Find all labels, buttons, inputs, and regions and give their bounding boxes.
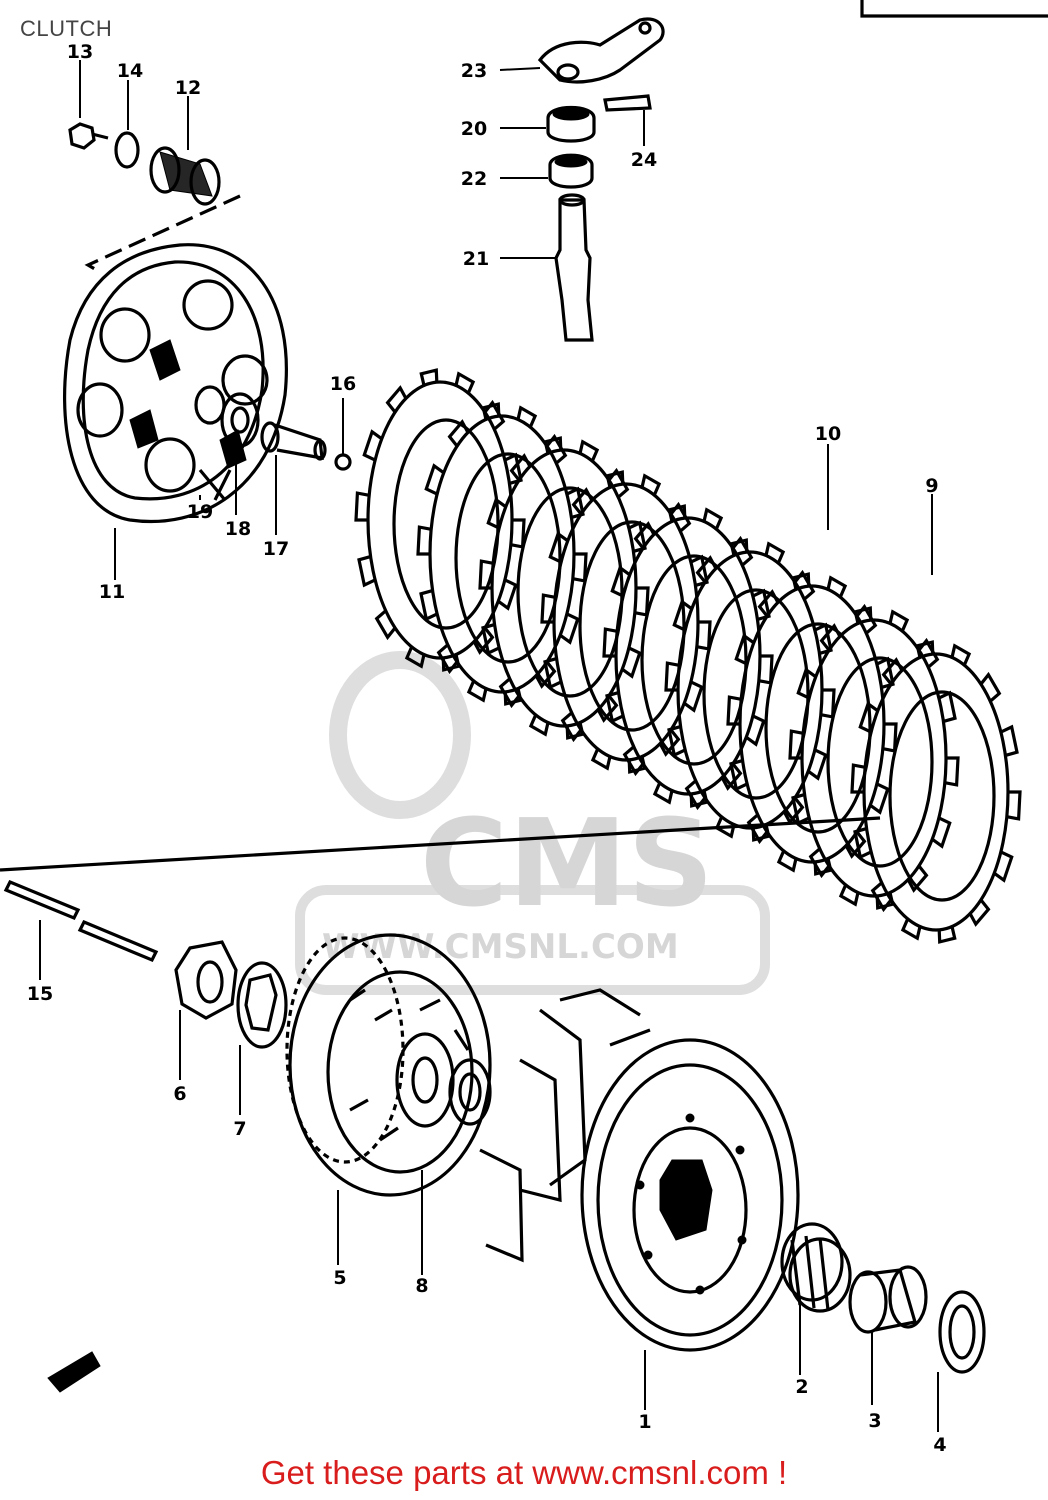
release-mechanism: [537, 17, 665, 342]
part-13-bolt: [68, 122, 96, 150]
callout-labels: 1 2 3 4 5 6 7 8 9 10 11 12 13 14 15 16 1…: [27, 41, 947, 1456]
callout-23: 23: [461, 60, 487, 82]
clutch-plate-stack: [354, 368, 1022, 944]
frame-corner: [860, 0, 1048, 18]
part-23-release-arm: [537, 17, 665, 84]
callout-20: 20: [461, 118, 487, 140]
part-1-clutch-housing: [479, 988, 800, 1352]
part-12-spring: [149, 146, 221, 206]
friction-plate: [850, 640, 1022, 944]
callout-17: 17: [263, 538, 289, 560]
pressure-plate-assembly: [63, 122, 352, 523]
callout-13: 13: [67, 41, 93, 63]
diagram-title: CLUTCH: [20, 16, 113, 41]
part-14-washer: [114, 131, 140, 169]
watermark-brand: CMS: [420, 795, 714, 934]
callout-2: 2: [795, 1376, 808, 1398]
callout-12: 12: [175, 77, 201, 99]
part-17-push-piece: [260, 421, 327, 461]
part-15-push-rod: [3, 879, 159, 963]
callout-24: 24: [631, 149, 657, 171]
part-2-needle-bearing: [780, 1222, 852, 1313]
part-5-clutch-sleeve-hub: [285, 933, 492, 1197]
callout-8: 8: [415, 1275, 428, 1297]
part-22-bush: [548, 153, 594, 189]
callout-5: 5: [333, 1267, 346, 1289]
callout-14: 14: [117, 60, 143, 82]
part-20-seal: [546, 106, 596, 143]
callout-1: 1: [638, 1411, 651, 1433]
callout-18: 18: [225, 518, 251, 540]
callout-15: 15: [27, 983, 53, 1005]
part-24-screw: [603, 94, 652, 112]
callout-7: 7: [233, 1118, 246, 1140]
part-3-spacer: [848, 1265, 928, 1334]
part-6-nut: [174, 940, 238, 1020]
callout-21: 21: [463, 248, 489, 270]
part-8-thrust-washer: [448, 1058, 492, 1126]
callout-6: 6: [173, 1083, 186, 1105]
front-arrow-icon: [47, 1351, 101, 1393]
callout-16: 16: [330, 373, 356, 395]
part-11-pressure-plate: [63, 243, 288, 523]
watermark: CMS WWW.CMSNL.COM: [295, 651, 770, 995]
part-18-bearing: [220, 392, 260, 448]
callout-11: 11: [99, 581, 125, 603]
part-4-thrust-washer: [938, 1290, 986, 1374]
part-19-washer: [198, 468, 232, 502]
callout-22: 22: [461, 168, 487, 190]
part-21-release-shaft: [554, 198, 594, 342]
callout-3: 3: [868, 1410, 881, 1432]
part-7-lock-washer: [236, 961, 288, 1049]
callout-10: 10: [815, 423, 841, 445]
callout-4: 4: [933, 1434, 946, 1456]
watermark-url: WWW.CMSNL.COM: [322, 927, 679, 967]
callout-leaders: [39, 60, 939, 1432]
footer-cta: Get these parts at www.cmsnl.com !: [260, 1454, 788, 1491]
part-16-ball: [334, 453, 352, 471]
axis-line: [0, 816, 881, 872]
callout-9: 9: [925, 475, 938, 497]
callout-19: 19: [187, 501, 213, 523]
